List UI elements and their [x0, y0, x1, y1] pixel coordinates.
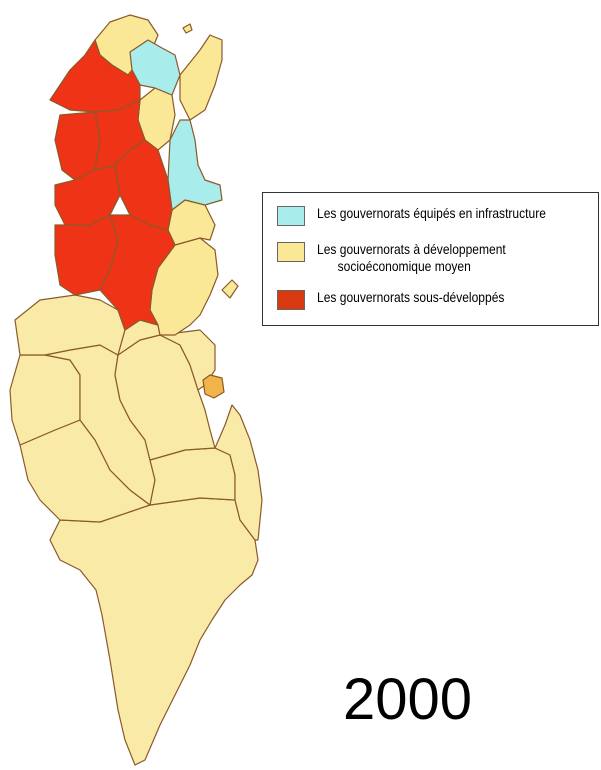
island-djerba — [202, 374, 225, 399]
region-jendouba — [54, 111, 101, 181]
legend-label-moyen: Les gouvernorats à développement socioéc… — [317, 241, 506, 275]
legend-item-moyen: Les gouvernorats à développement socioéc… — [277, 241, 536, 275]
region-south-tataouine — [49, 497, 259, 766]
year-label: 2000 — [343, 667, 473, 732]
map-legend: Les gouvernorats équipés en infrastructu… — [262, 192, 599, 326]
legend-item-sous-developpe: Les gouvernorats sous-développés — [277, 289, 535, 310]
region-nabeul-east — [167, 119, 223, 211]
island-galite — [182, 23, 193, 34]
region-kef — [54, 164, 121, 226]
legend-swatch-cyan — [277, 206, 305, 226]
legend-label-moyen-line1: Les gouvernorats à développement — [317, 241, 506, 257]
legend-label-moyen-line2: socioéconomique moyen — [337, 258, 471, 274]
region-kairouan — [99, 214, 176, 331]
legend-label-infrastructure: Les gouvernorats équipés en infrastructu… — [317, 205, 546, 221]
legend-swatch-red — [277, 290, 305, 310]
legend-item-infrastructure: Les gouvernorats équipés en infrastructu… — [277, 205, 583, 226]
region-medenine — [214, 404, 263, 541]
region-siliana — [114, 139, 173, 231]
legend-label-sous-developpe: Les gouvernorats sous-développés — [317, 289, 505, 305]
region-kasserine-west — [14, 294, 126, 356]
region-cap-bon — [179, 34, 223, 121]
region-islet-coast — [221, 279, 239, 299]
legend-swatch-yellow — [277, 242, 305, 262]
